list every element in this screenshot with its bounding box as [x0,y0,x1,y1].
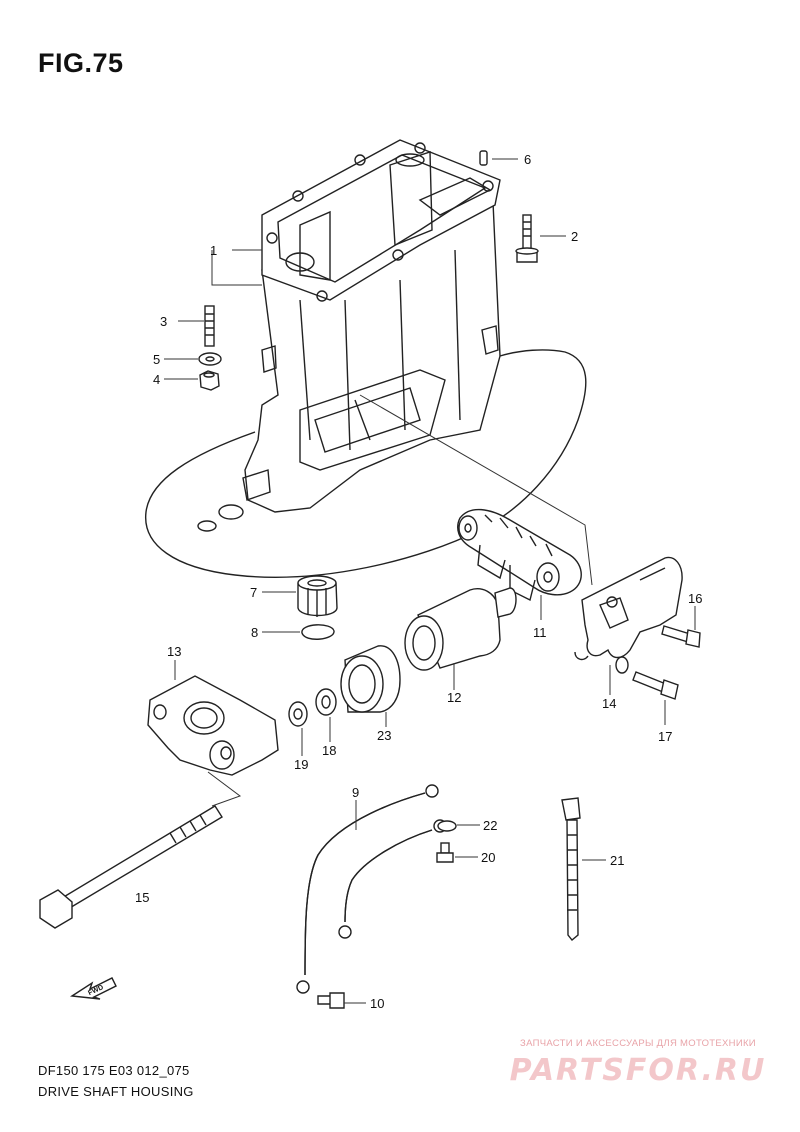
rubber-mount[interactable] [457,508,582,602]
ground-wire-9[interactable] [296,784,439,994]
model-code: DF150 175 E03 012_075 [38,1063,190,1078]
callout-12: 12 [447,690,461,705]
bracket-bolt-16[interactable] [661,625,701,648]
bushing[interactable] [297,575,338,617]
watermark-tagline: ЗАПЧАСТИ И АКСЕССУАРЫ ДЛЯ МОТОТЕХНИКИ [520,1038,756,1049]
watermark-logo: PARTSFOR.RU [509,1053,767,1088]
callout-21: 21 [610,853,624,868]
leader-lines [164,158,696,1004]
callout-8: 8 [251,625,258,640]
washer-22[interactable] [437,820,457,832]
callout-20: 20 [481,850,495,865]
upper-mount[interactable] [404,587,517,671]
screw-10[interactable] [317,992,345,1009]
callout-14: 14 [602,696,616,711]
snap-ring[interactable] [301,624,335,640]
callout-23: 23 [377,728,391,743]
stud-bolt[interactable] [204,305,215,347]
callout-1: 1 [210,243,217,258]
callout-3: 3 [160,314,167,329]
figure-title: FIG.75 [38,48,124,78]
callout-11: 11 [533,625,547,640]
callout-9: 9 [352,785,359,800]
callout-19: 19 [294,757,308,772]
callout-5: 5 [153,352,160,367]
watermark: ЗАПЧАСТИ И АКСЕССУАРЫ ДЛЯ МОТОТЕХНИКИ PA… [488,1038,788,1088]
callout-16: 16 [688,591,702,606]
callout-4: 4 [153,372,160,387]
bracket-bolt-17[interactable] [632,671,679,700]
callout-10: 10 [370,996,384,1011]
mount-sleeve[interactable] [340,645,401,713]
forward-arrow-icon: FWD [69,977,117,1000]
callout-13: 13 [167,644,181,659]
callout-17: 17 [658,729,672,744]
callout-6: 6 [524,152,531,167]
ground-wire-22[interactable] [338,819,447,939]
mount-bracket[interactable] [574,556,683,674]
callout-22: 22 [483,818,497,833]
cable-tie[interactable] [561,797,581,941]
flange-bolt[interactable] [515,214,539,263]
callout-numbers: 1 2 3 4 5 6 7 8 9 10 11 12 13 14 15 16 1… [135,152,702,1011]
clamp-block[interactable] [147,675,279,776]
section-name: DRIVE SHAFT HOUSING [38,1084,194,1099]
washer-5[interactable] [198,352,222,366]
callout-2: 2 [571,229,578,244]
callout-18: 18 [322,743,336,758]
screw-20[interactable] [436,842,454,863]
dowel-pin[interactable] [479,150,488,166]
hex-nut[interactable] [199,370,220,391]
callout-15: 15 [135,890,149,905]
callout-7: 7 [250,585,257,600]
washer-18[interactable] [315,688,337,716]
long-bolt[interactable] [39,805,223,929]
washer-19[interactable] [288,701,308,727]
figure-caption: DF150 175 E03 012_075 DRIVE SHAFT HOUSIN… [38,1060,194,1102]
